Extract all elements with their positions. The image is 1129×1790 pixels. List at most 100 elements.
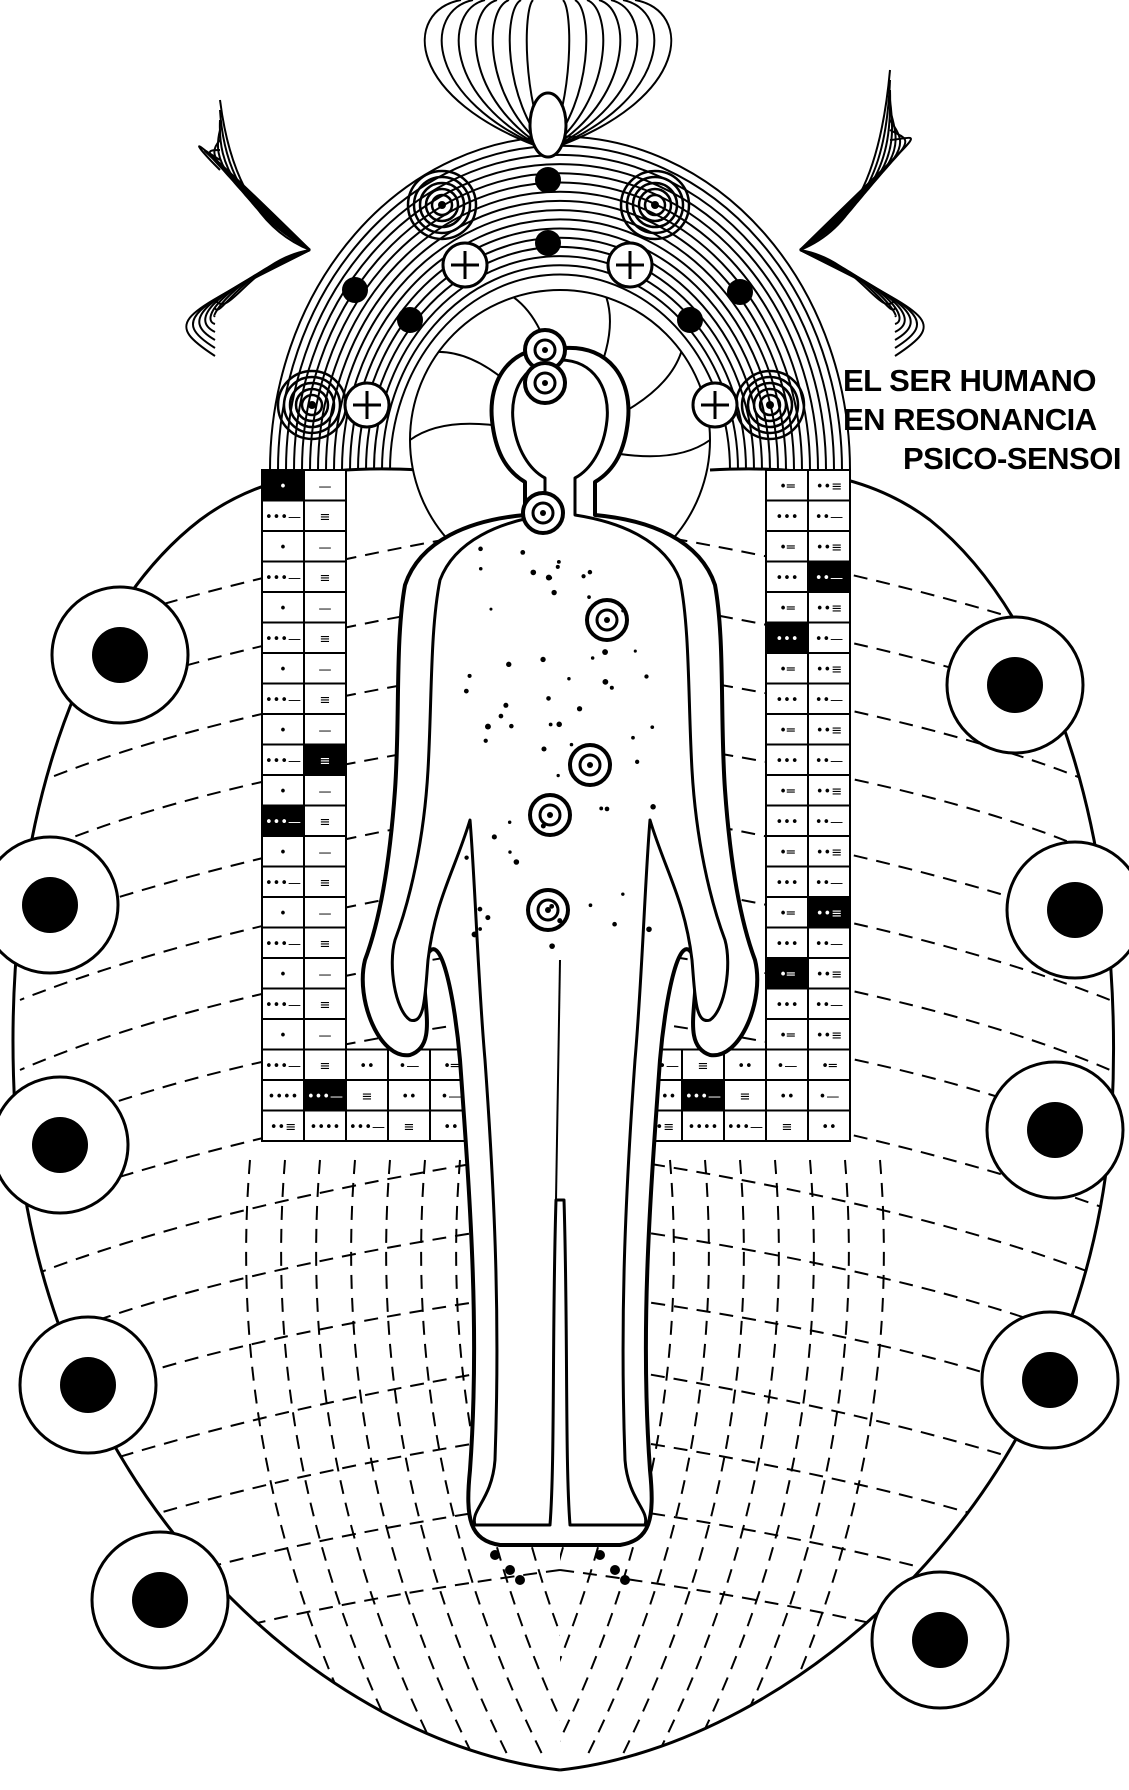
speckle [520,550,525,555]
grid-glyph: •••— [265,876,301,891]
speckle [485,915,490,920]
grid-glyph: ••— [815,937,843,952]
speckle [464,855,468,859]
speckle [464,689,469,694]
grid-glyph: • [279,479,287,494]
grid-glyph: ≡ [362,1089,373,1104]
grid-glyph: — [319,662,332,677]
grid-glyph: • [279,1028,287,1043]
speckle [570,743,574,747]
speckle [602,649,608,655]
grid-glyph: ••— [815,876,843,891]
speckle [557,774,560,777]
field-line [760,1160,884,1760]
grid-glyph: ••≡ [816,723,842,738]
grid-glyph: •••— [265,754,301,769]
left-flux-loop [220,120,310,250]
grid-glyph: • [279,784,287,799]
right-flux-loop [800,80,890,250]
grid-glyph: • [279,906,287,921]
field-line [246,1160,370,1760]
halo-dot [535,230,561,256]
speckle [621,892,624,895]
speckle [587,595,591,599]
grid-glyph: ≡ [320,998,331,1013]
foot-dot [595,1550,605,1560]
grid-glyph: — [319,540,332,555]
lobe-node-core [1047,882,1103,938]
grid-glyph: — [319,1028,332,1043]
grid-glyph: •••— [265,998,301,1013]
lobe-node-core [912,1612,968,1668]
grid-glyph: ≡ [320,510,331,525]
foot-dot [490,1550,500,1560]
grid-glyph: • [279,601,287,616]
speckle [508,820,511,823]
speckle [485,724,491,730]
foot-dot [505,1565,515,1575]
grid-glyph: •═ [779,967,795,982]
speckle [551,590,556,595]
grid-glyph: •••— [265,693,301,708]
grid-glyph: •═ [779,601,795,616]
lobe-node-core [60,1357,116,1413]
speckle [530,570,536,576]
speckle [599,807,603,811]
grid-glyph: •— [777,1059,798,1074]
speckle [612,922,617,927]
speckle [478,907,483,912]
speckle [541,824,546,829]
foot-dot [610,1565,620,1575]
grid-glyph: •••— [685,1089,721,1104]
grid-glyph: ••≡ [816,967,842,982]
grid-glyph: ≡ [404,1120,415,1135]
lobe-node-core [22,877,78,933]
grid-glyph: ••• [775,571,798,586]
grid-glyph: ••— [815,632,843,647]
energy-center-dot [547,812,553,818]
grid-glyph: •═ [779,662,795,677]
speckle [492,834,497,839]
speckle [650,725,654,729]
energy-center-dot [604,617,610,623]
left-flux-loop [214,250,310,316]
speckle [556,565,560,569]
grid-glyph: •═ [779,540,795,555]
grid-glyph: • [279,723,287,738]
grid-glyph: •— [441,1089,462,1104]
halo-dot [397,307,423,333]
grid-glyph: ••• [775,937,798,952]
grid-glyph: •• [443,1120,458,1135]
speckle [468,674,472,678]
grid-glyph: — [319,479,332,494]
grid-glyph: — [319,845,332,860]
grid-glyph: •— [399,1059,420,1074]
speckle [644,674,648,678]
speckle [588,570,592,574]
grid-glyph: ≡ [782,1120,793,1135]
grid-glyph: ≡ [698,1059,709,1074]
grid-glyph: ••— [815,571,843,586]
title-line-3: PSICO-SENSOI [903,443,1121,474]
grid-glyph: ••≡ [816,845,842,860]
grid-glyph: ••• [775,754,798,769]
speckle [557,560,561,564]
grid-glyph: •••— [265,1059,301,1074]
grid-glyph: •••— [307,1089,343,1104]
grid-glyph: ••— [815,998,843,1013]
right-flux-loop [800,90,890,250]
speckle [549,904,554,909]
speckle [508,850,511,853]
grid-glyph: ≡ [320,937,331,952]
speckle [605,807,610,812]
grid-glyph: ••• [775,815,798,830]
energy-center-dot [540,510,546,516]
halo-dot [535,167,561,193]
speckle [479,567,483,571]
right-flux-loop [800,70,890,250]
grid-glyph: ••≡ [816,784,842,799]
speckle [506,662,511,667]
speckle [634,650,637,653]
grid-glyph: •••— [727,1120,763,1135]
